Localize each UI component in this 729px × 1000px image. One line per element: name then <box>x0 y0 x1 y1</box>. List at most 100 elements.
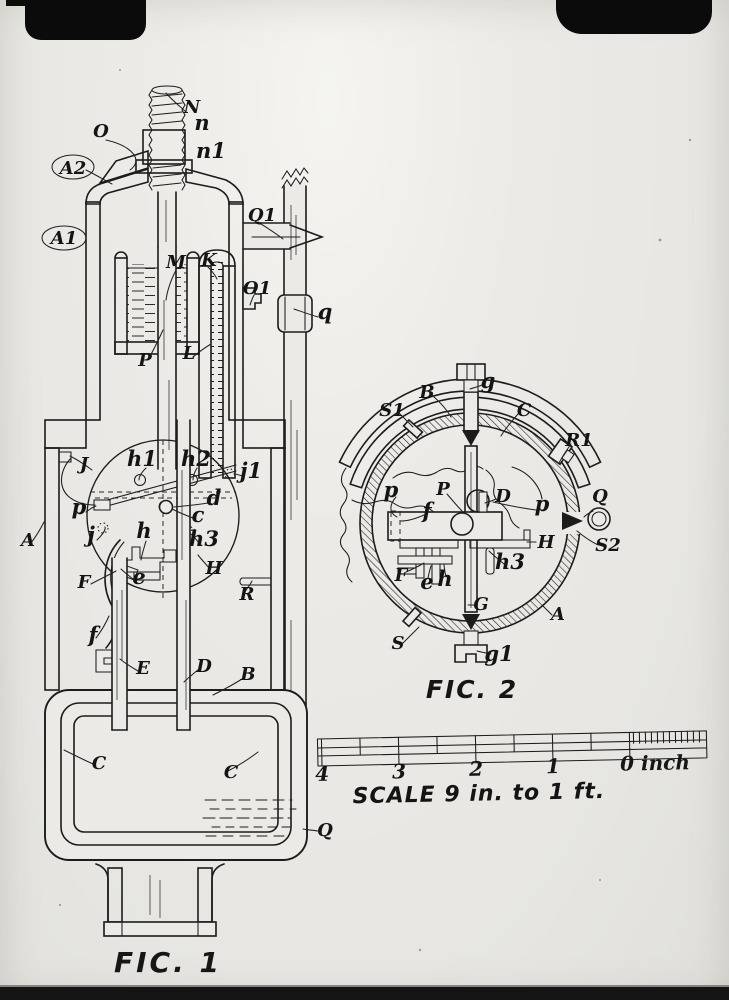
fig1-label-A2: A2 <box>58 158 87 179</box>
screw-g1 <box>454 630 488 663</box>
fig2-leader-lines <box>390 384 599 655</box>
fig1-label-c: c <box>192 502 205 527</box>
fig2-label-g: g <box>481 368 496 393</box>
pin-f-dashed <box>390 510 401 542</box>
fig1-label-R: R <box>239 584 255 605</box>
contact-h3 <box>184 526 196 538</box>
pipe-coupling-q <box>277 294 313 333</box>
balance-lever <box>93 464 237 511</box>
fig2-label-B: B <box>418 382 434 403</box>
fig2-label-h: h <box>437 566 452 591</box>
fig1-label-n1: n1 <box>196 138 226 163</box>
fig2-label-h3: h3 <box>495 549 525 574</box>
pin-p <box>93 499 111 511</box>
fig1-label-h1: h1 <box>127 446 157 471</box>
fig2-label-P: P <box>435 479 450 500</box>
fig1-label-p: p <box>72 494 87 519</box>
chamber-wall-B <box>60 702 292 846</box>
liquid-in-chamber <box>202 799 297 837</box>
scale-caption: SCALE 9 in. to 1 ft. <box>352 779 605 809</box>
fig2-label-S1: S1 <box>379 400 405 421</box>
float-cup-M <box>114 251 200 355</box>
fig1-label-e: e <box>132 564 145 589</box>
fig1-label-J: J <box>77 454 90 475</box>
fig1-label-K: K <box>200 250 218 271</box>
photo-bottom-edge <box>0 985 729 987</box>
fig1-label-f: f <box>86 622 101 647</box>
rod-D <box>176 419 191 731</box>
break-lines <box>339 465 543 583</box>
scale-ruler: 4 3 2 1 0 inch SCALE 9 in. to 1 ft. <box>315 730 708 809</box>
pin-p-right <box>478 491 488 513</box>
fig1-label-Q: Q <box>317 820 333 841</box>
rod-P <box>157 246 177 470</box>
ruler-tick-0: 0 inch <box>620 750 690 775</box>
rod-E <box>111 557 128 731</box>
fig1-label-D: D <box>195 656 212 677</box>
fig2-label-A: A <box>549 604 565 625</box>
fig1-label-Q1: Q1 <box>248 205 276 226</box>
gland-nut-n <box>142 129 186 165</box>
fig1-label-P: P <box>137 350 152 371</box>
fig2-label-p-right: p <box>535 491 550 516</box>
fig2-label-G: G <box>473 594 488 615</box>
fig1-label-h: h <box>136 518 151 543</box>
fig1-label-H: H <box>204 558 223 579</box>
fig1-label-F: F <box>77 572 92 593</box>
fig2-label-H: H <box>536 532 555 553</box>
packing-gland-A2 <box>97 149 149 185</box>
pivot-ball-d <box>158 499 174 515</box>
fig2-label-Q: Q <box>592 486 608 507</box>
lower-chamber <box>44 689 308 861</box>
fig1-leader-lines <box>30 92 319 832</box>
fig2-label-F: F <box>394 565 409 586</box>
bracket-H-strips <box>399 529 531 549</box>
screw-S1 <box>402 418 424 440</box>
fig1-label-O1: O1 <box>243 278 271 299</box>
fig2-label-D: D <box>494 486 511 507</box>
middle-shell-arc-C <box>349 396 591 489</box>
figure-2: B g S1 C R1 p P D f p H Q S2 F e h h3 G … <box>338 363 621 704</box>
fig1-label-A: A <box>19 530 35 551</box>
fig1-caption: FIC. 1 <box>114 946 222 979</box>
port-Q <box>560 507 611 534</box>
probe-R <box>239 577 272 586</box>
ruler-tick-1: 1 <box>546 754 560 778</box>
fig1-label-B: B <box>239 664 255 685</box>
ruler-fine-ticks <box>632 730 701 744</box>
fig2-label-S: S <box>392 633 405 654</box>
screw-head-lower <box>450 512 474 536</box>
fig2-label-S2: S2 <box>595 535 621 556</box>
film-mark-bottom <box>0 987 729 1000</box>
fig2-label-e: e <box>420 569 433 594</box>
fig1-label-q: q <box>318 299 333 324</box>
fig1-label-h2: h2 <box>181 446 211 471</box>
fig1-label-N: N <box>183 97 202 118</box>
ruler-tick-4: 4 <box>315 762 329 786</box>
fig1-label-n: n <box>194 110 209 135</box>
outlet-Q1 <box>242 222 325 250</box>
photo-specks <box>58 69 692 952</box>
fig1-label-j: j <box>83 522 95 547</box>
fig1-label-M: M <box>165 252 187 273</box>
ruler-tick-3: 3 <box>392 759 406 783</box>
fig2-label-p-left: p <box>384 477 399 502</box>
screw-S <box>401 606 423 628</box>
contact-h1 <box>133 473 147 487</box>
base-foot <box>95 863 225 937</box>
fig2-label-g1: g1 <box>484 641 513 666</box>
fig1-label-h3: h3 <box>189 526 219 551</box>
standpipe-Q <box>277 167 313 850</box>
nut-flange-n1 <box>135 159 193 174</box>
screw-head-D <box>466 489 490 513</box>
film-mark-top-left-sliver <box>6 0 42 6</box>
fig1-label-C-right: C <box>224 762 239 783</box>
screw-g <box>456 363 486 393</box>
fig1-label-O: O <box>93 121 109 142</box>
fig2-caption: FIC. 2 <box>426 675 518 704</box>
outer-shell-arc-B <box>338 378 602 469</box>
fig1-label-C-left: C <box>92 753 107 774</box>
fig1-label-A1: A1 <box>49 228 78 249</box>
